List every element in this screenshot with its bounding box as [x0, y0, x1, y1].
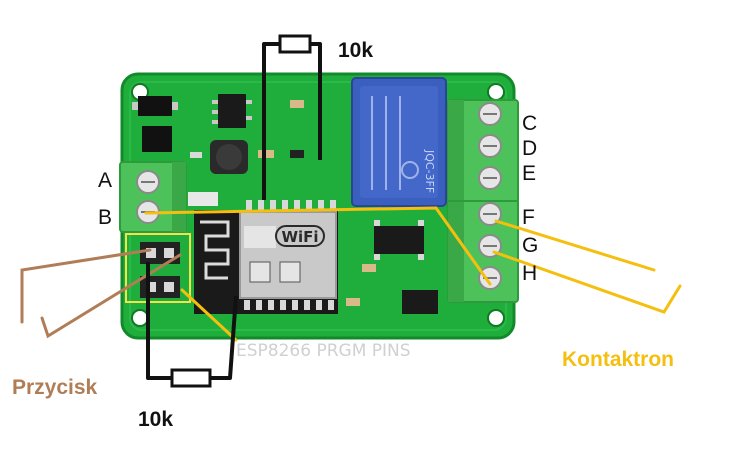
screw-c	[478, 102, 502, 126]
wire-bottom-resistor	[146, 262, 238, 380]
screw-e	[478, 166, 502, 190]
wire-button-2	[40, 253, 182, 339]
screw-h	[478, 266, 502, 290]
terminal-label-f: F	[522, 206, 535, 229]
reed-switch-label: Kontaktron	[562, 348, 674, 371]
resistor-top	[278, 34, 312, 54]
terminal-label-b: B	[98, 206, 113, 229]
relay-brand: JQC-3FF	[423, 149, 436, 193]
terminal-block-left	[119, 161, 187, 233]
terminal-label-a: A	[98, 169, 113, 192]
wire-button-1	[20, 248, 152, 324]
terminal-label-g: G	[522, 234, 539, 257]
wire-b-to-h	[144, 206, 492, 286]
power-components	[132, 94, 304, 206]
esp8266-module: WiFi	[194, 210, 338, 314]
wire-f-to-reed	[494, 219, 656, 272]
wire-g-to-reed	[492, 250, 682, 314]
module-pins-top	[246, 200, 336, 210]
resistor-bottom-label: 10k	[138, 408, 174, 431]
optocoupler	[346, 220, 438, 314]
relay: JQC-3FF	[351, 77, 447, 207]
screw-f	[478, 202, 502, 226]
screw-d	[478, 134, 502, 158]
terminal-label-e: E	[522, 162, 537, 185]
yellow-wires	[144, 206, 682, 342]
wire-pin-to-label	[180, 288, 238, 342]
terminal-label-d: D	[522, 137, 538, 160]
resistor-top-label: 10k	[338, 39, 374, 62]
screw-a	[136, 170, 160, 194]
resistor-bottom	[170, 368, 212, 388]
brown-wires	[20, 248, 182, 339]
module-pins-bottom	[244, 300, 334, 310]
terminal-label-c: C	[522, 112, 538, 135]
black-wires	[146, 42, 322, 380]
prgm-pins-silkscreen: ESP8266 PRGM PINS	[236, 341, 411, 361]
wifi-logo: WiFi	[281, 228, 318, 246]
wire-top-resistor	[262, 42, 322, 200]
button-label: Przycisk	[12, 376, 98, 399]
terminal-label-h: H	[522, 262, 538, 285]
